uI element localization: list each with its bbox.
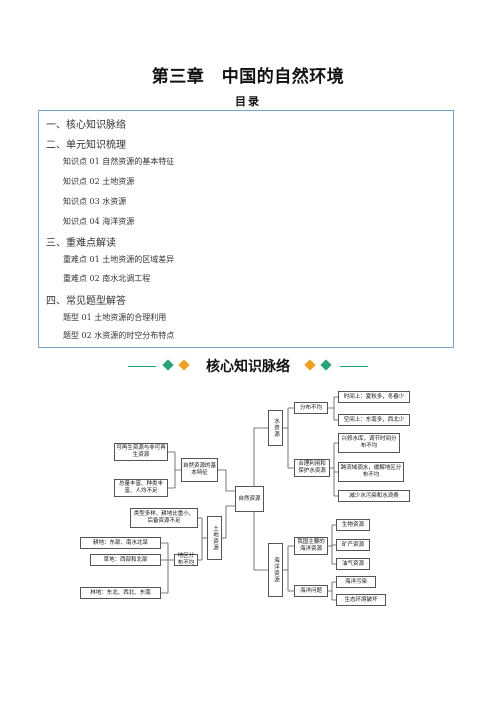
node-item: 兴修水库，调节时间分布不均	[338, 433, 400, 453]
node-item: 生态环境破坏	[336, 594, 386, 606]
node-item: 矿产资源	[336, 539, 370, 551]
node-item: 可再生资源与非可再生资源	[114, 443, 168, 461]
node-land: 土地资源	[207, 516, 222, 560]
node-item: 跨流域调水，缓解地区分布不均	[338, 462, 404, 482]
node-ocean: 海洋资源	[268, 543, 283, 597]
banner-line-right	[340, 366, 368, 367]
toc-item[interactable]: 题型 01 土地资源的合理利用	[63, 313, 167, 322]
toc-item[interactable]: 二、单元知识梳理	[46, 140, 126, 151]
node-item: 生物资源	[336, 519, 370, 531]
banner-line-left	[128, 366, 156, 367]
node-item: 林地：东北、西北、东南	[80, 587, 161, 599]
node-item: 草地：西部和北部	[90, 554, 161, 566]
toc-item[interactable]: 知识点 04 海洋资源	[63, 217, 135, 226]
node-item: 油气资源	[336, 558, 370, 570]
toc-item[interactable]: 重难点 01 土地资源的区域差异	[63, 255, 175, 264]
node-center: 自然资源	[235, 486, 264, 512]
toc-item[interactable]: 知识点 02 土地资源	[63, 177, 135, 186]
node-water-use: 合理利用和保护水资源	[294, 459, 330, 477]
toc-item[interactable]: 知识点 03 水资源	[63, 197, 127, 206]
connector-lines	[161, 396, 338, 601]
page-subtitle: 目录	[235, 95, 261, 108]
node-ocean-main: 我国主要的海洋资源	[294, 537, 328, 555]
toc-item[interactable]: 一、核心知识脉络	[46, 120, 126, 131]
node-item: 类型多样、耕地比重小、后备资源不足	[130, 508, 198, 528]
node-land-dist: 地区分布不均	[174, 553, 198, 566]
node-item: 减少水污染和水浪费	[338, 490, 410, 502]
toc-item[interactable]: 题型 02 水资源的时空分布特点	[63, 331, 175, 340]
node-item: 总量丰富、种类丰富、人均不足	[114, 479, 168, 497]
toc-item[interactable]: 四、常见题型解答	[46, 296, 126, 307]
node-item: 海洋污染	[336, 576, 376, 588]
node-item: 耕地：东部、南水北旱	[80, 537, 161, 549]
toc-item[interactable]: 知识点 01 自然资源的基本特征	[63, 157, 175, 166]
section-banner: 核心知识脉络	[0, 356, 496, 376]
node-water: 水资源	[268, 410, 283, 446]
concept-map: 自然资源 自然资源的基本特征 可再生资源与非可再生资源 总量丰富、种类丰富、人均…	[80, 388, 420, 606]
node-item: 时间上：夏秋多，冬春少	[338, 391, 410, 403]
table-of-contents: 一、核心知识脉络 二、单元知识梳理 知识点 01 自然资源的基本特征 知识点 0…	[38, 110, 454, 348]
node-water-dist: 分布不均	[294, 402, 328, 414]
node-ocean-issue: 海洋问题	[294, 585, 328, 597]
page-title: 第三章 中国的自然环境	[151, 67, 345, 87]
toc-item[interactable]: 三、重难点解读	[46, 238, 116, 249]
section-title: 核心知识脉络	[206, 359, 290, 375]
toc-item[interactable]: 重难点 02 南水北调工程	[63, 274, 151, 283]
node-left-feature: 自然资源的基本特征	[181, 458, 218, 482]
node-item: 空间上：东南多，西北少	[338, 414, 410, 426]
